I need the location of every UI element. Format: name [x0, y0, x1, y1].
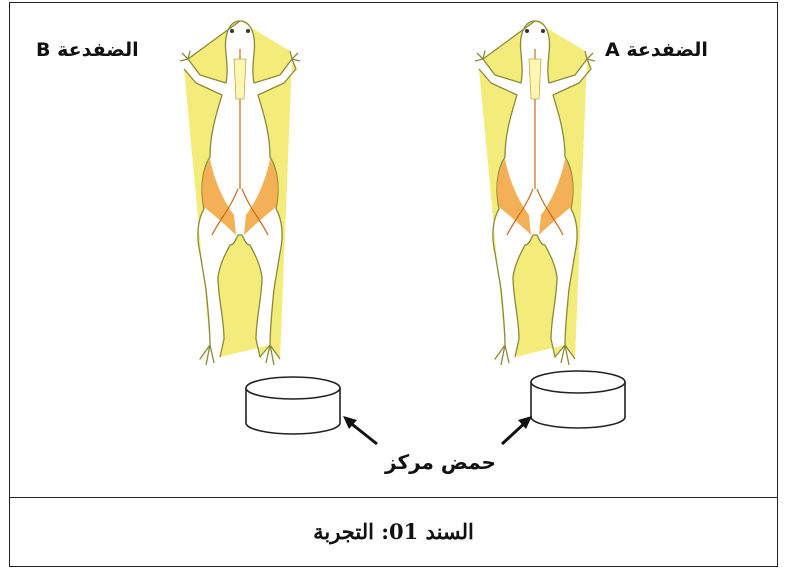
- frog-a-label: الضفدعة A: [605, 39, 708, 61]
- arrow-to-dish-b: [343, 416, 377, 444]
- experiment-figure: [10, 3, 776, 497]
- frog-a-illustration: [475, 21, 595, 365]
- document-frame: الضفدعة B الضفدعة A حمض مركز السند 01: ا…: [9, 2, 778, 567]
- figure-caption: السند 01: التجربة: [313, 519, 474, 544]
- acid-dish-b: [246, 377, 340, 434]
- arrow-to-dish-a: [502, 416, 532, 444]
- concentrated-acid-label: حمض مركز: [385, 450, 496, 474]
- frog-b-label: الضفدعة B: [36, 39, 139, 61]
- acid-dish-a: [531, 371, 625, 428]
- frog-b-illustration: [180, 21, 300, 365]
- caption-row: السند 01: التجربة: [10, 497, 777, 566]
